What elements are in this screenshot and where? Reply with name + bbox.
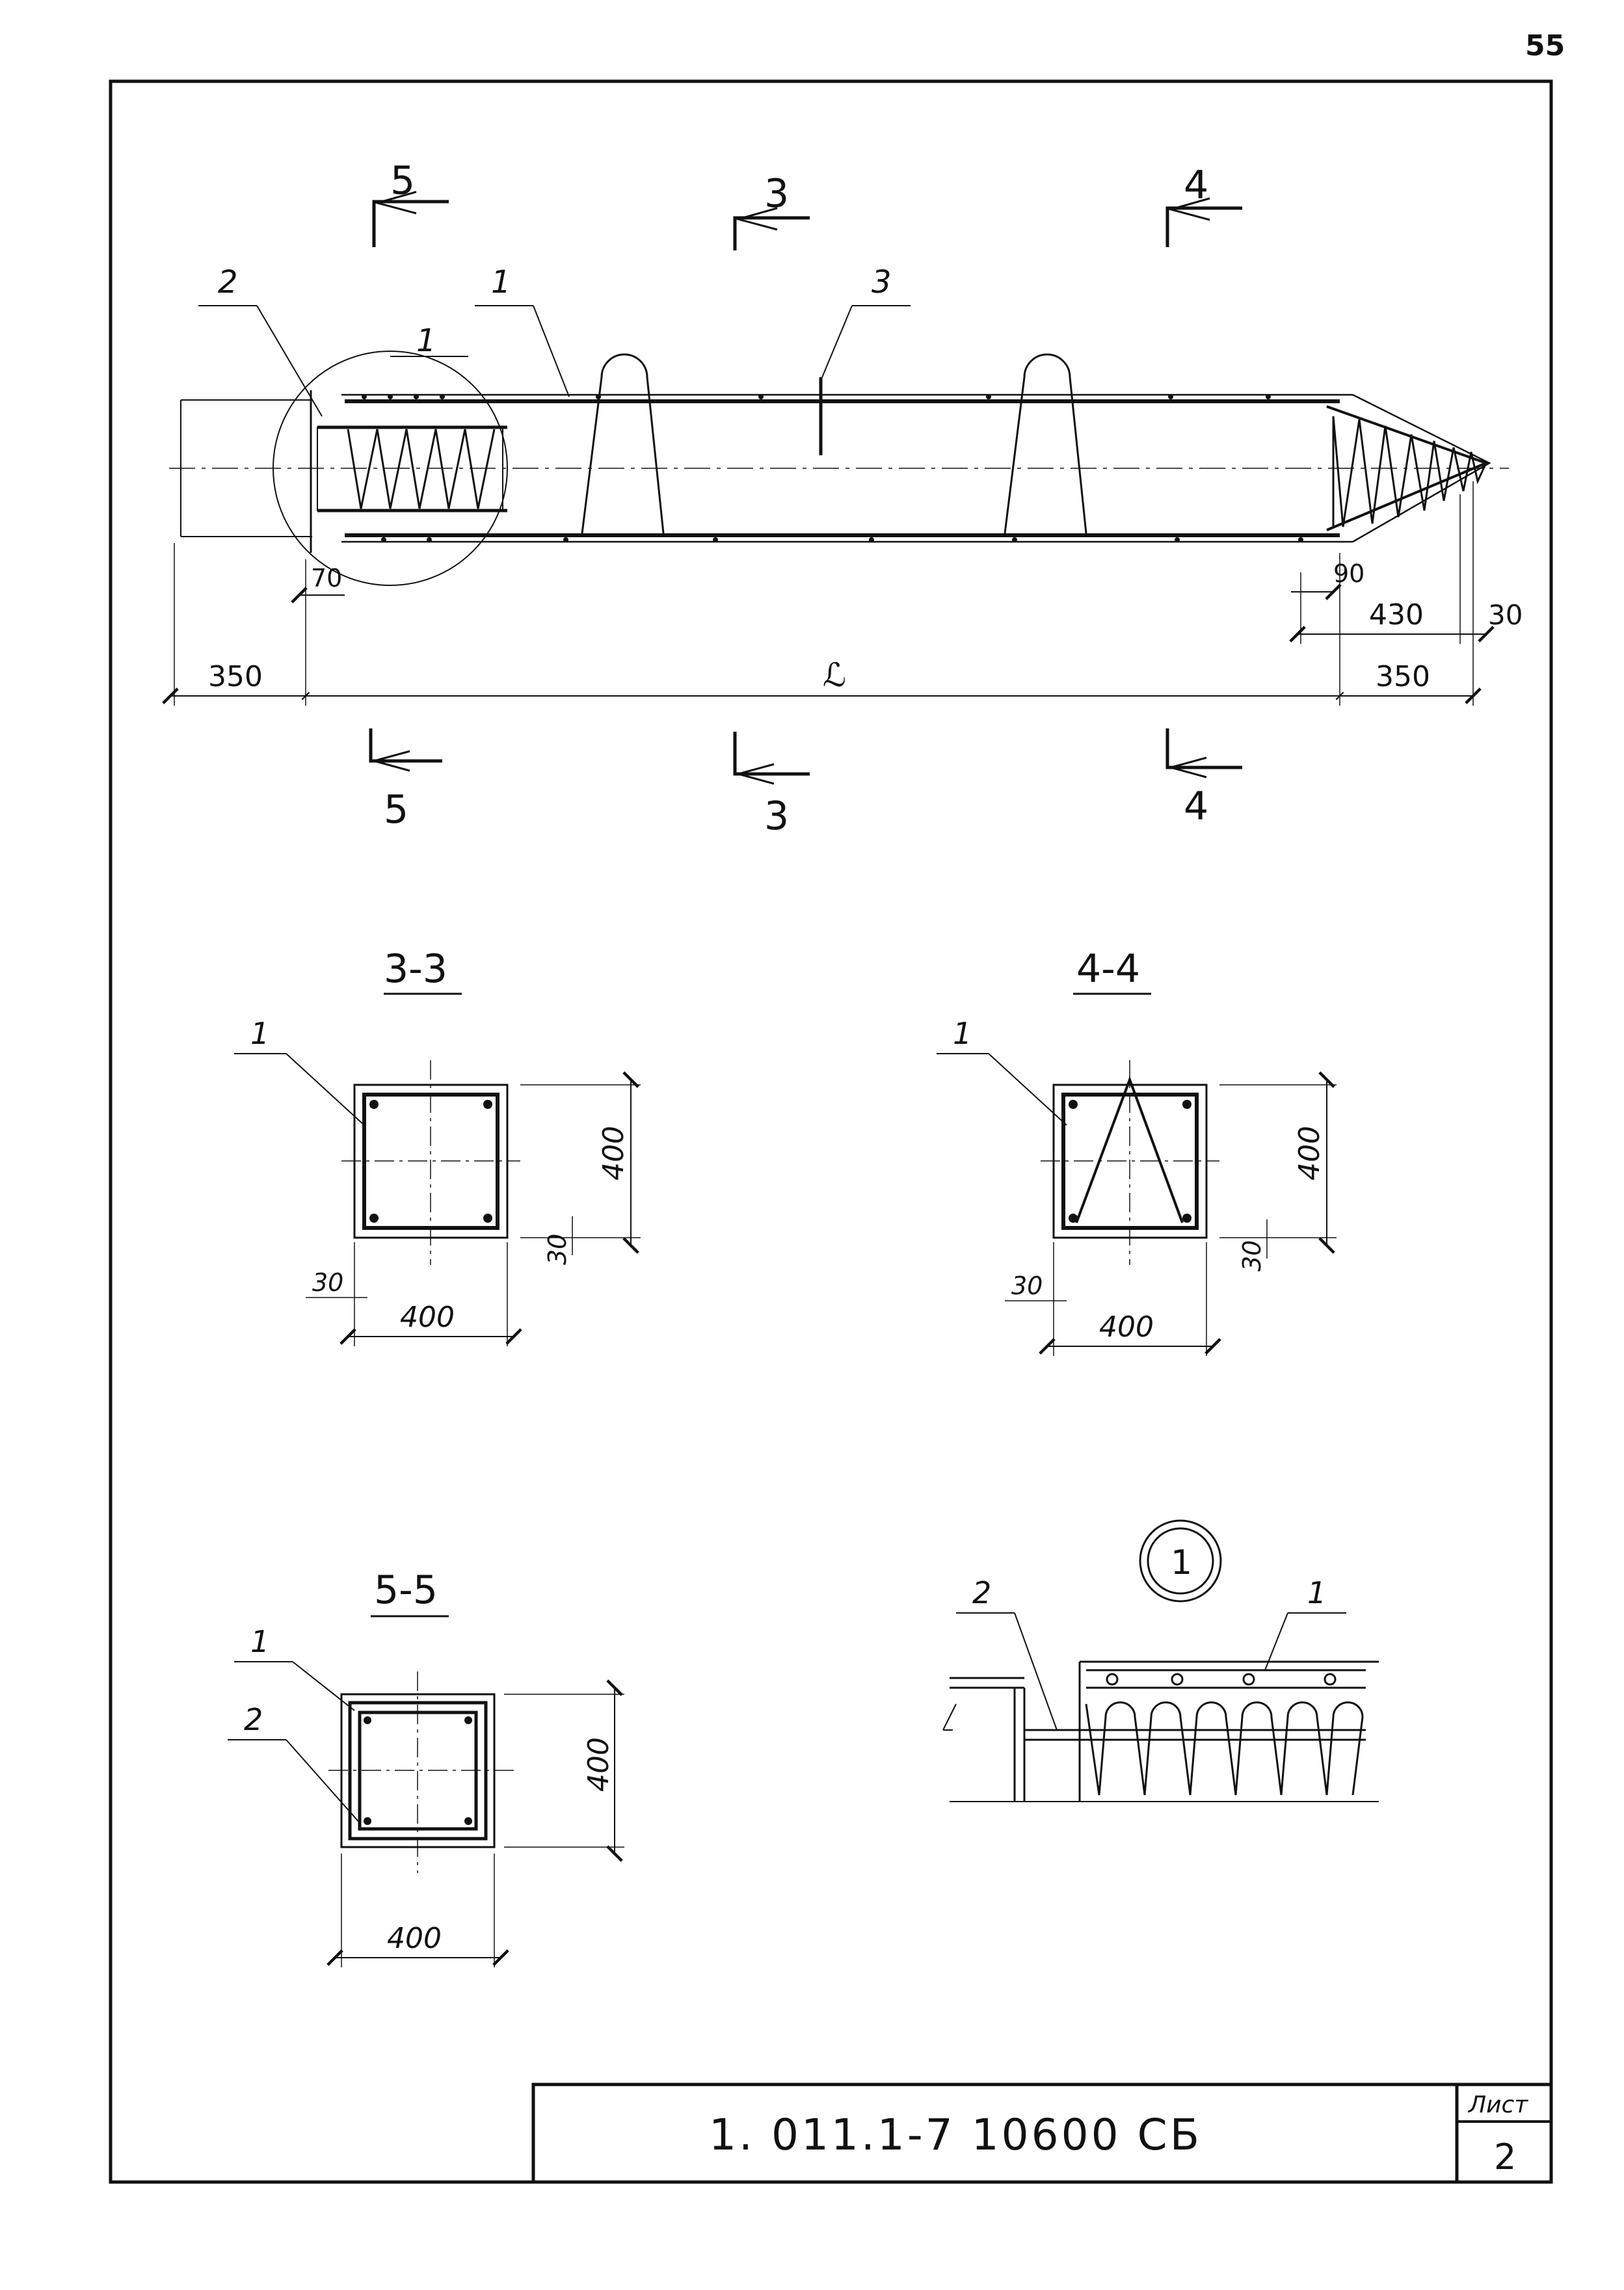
sheet-number: 2 <box>1494 2137 1516 2177</box>
section-4-4-width: 400 <box>1099 1311 1154 1344</box>
section-3-3-width: 400 <box>400 1301 455 1334</box>
sheet-label: Лист <box>1467 2092 1528 2118</box>
section-4-4-height: 400 <box>1293 1126 1326 1180</box>
page-number: 55 <box>1525 29 1565 62</box>
section-3-3-callout: 1 <box>250 1016 269 1051</box>
dim-spiral-90: 90 <box>1333 559 1364 588</box>
callout-1-elev: 1 <box>491 264 511 300</box>
section-3-3-height: 400 <box>597 1126 630 1180</box>
section-5-5-height: 400 <box>582 1737 615 1792</box>
detail-1: 1 2 1 <box>942 1519 1379 1802</box>
cut-mark-4-top: 4 <box>1184 163 1208 208</box>
cut-marks-bottom: 5 3 4 <box>369 728 1242 839</box>
section-5-5-title: 5-5 <box>374 1567 438 1613</box>
cut-mark-3-bottom: 3 <box>764 793 789 839</box>
section-5-5-width: 400 <box>387 1922 442 1955</box>
section-4-4-cover-y: 30 <box>1238 1240 1266 1271</box>
section-5-5: 5-5 1 2 400 400 <box>228 1567 624 1967</box>
dim-tip-30: 30 <box>1488 599 1523 631</box>
dim-spiral-70: 70 <box>311 564 342 592</box>
section-3-3-title: 3-3 <box>384 946 447 992</box>
cut-mark-5-bottom: 5 <box>384 787 408 832</box>
detail-1-mark: 1 <box>1171 1543 1192 1582</box>
cut-marks-top: 5 3 4 <box>372 158 1242 250</box>
detail-circle-1 <box>273 351 508 586</box>
cut-mark-4-bottom: 4 <box>1184 784 1208 829</box>
sheet-frame <box>109 79 1553 2184</box>
callout-2-elev: 2 <box>218 264 238 300</box>
dim-length: ℒ <box>823 656 846 694</box>
section-5-5-callout-1: 1 <box>250 1624 269 1659</box>
elevation-callouts: 2 1 3 1 <box>198 264 911 417</box>
section-4-4-cover-x: 30 <box>1011 1271 1043 1300</box>
dim-tip-430: 430 <box>1369 598 1424 632</box>
section-4-4: 4-4 1 400 400 30 30 <box>937 946 1337 1356</box>
section-3-3-cover-x: 30 <box>312 1268 343 1297</box>
cut-mark-5-top: 5 <box>390 158 415 204</box>
section-4-4-title: 4-4 <box>1076 946 1140 992</box>
cut-mark-3-top: 3 <box>764 171 789 217</box>
detail-1-callout-1: 1 <box>1307 1575 1326 1610</box>
elevation-dimensions: 350 ℒ 350 430 30 90 70 <box>162 481 1523 706</box>
section-3-3: 3-3 1 400 400 30 30 <box>234 946 641 1346</box>
section-3-3-cover-y: 30 <box>543 1234 572 1265</box>
title-block: 1. 011.1-7 10600 СБ Лист 2 <box>531 2083 1553 2184</box>
document-code: 1. 011.1-7 10600 СБ <box>709 2110 1202 2160</box>
dim-left-350: 350 <box>208 660 263 693</box>
detail-mark-elev: 1 <box>416 323 436 359</box>
section-5-5-callout-2: 2 <box>244 1702 263 1737</box>
section-4-4-callout: 1 <box>953 1016 972 1051</box>
callout-3-elev: 3 <box>872 264 892 300</box>
pile-elevation <box>169 351 1509 586</box>
dim-right-350: 350 <box>1376 660 1430 693</box>
detail-1-callout-2: 2 <box>972 1575 991 1610</box>
